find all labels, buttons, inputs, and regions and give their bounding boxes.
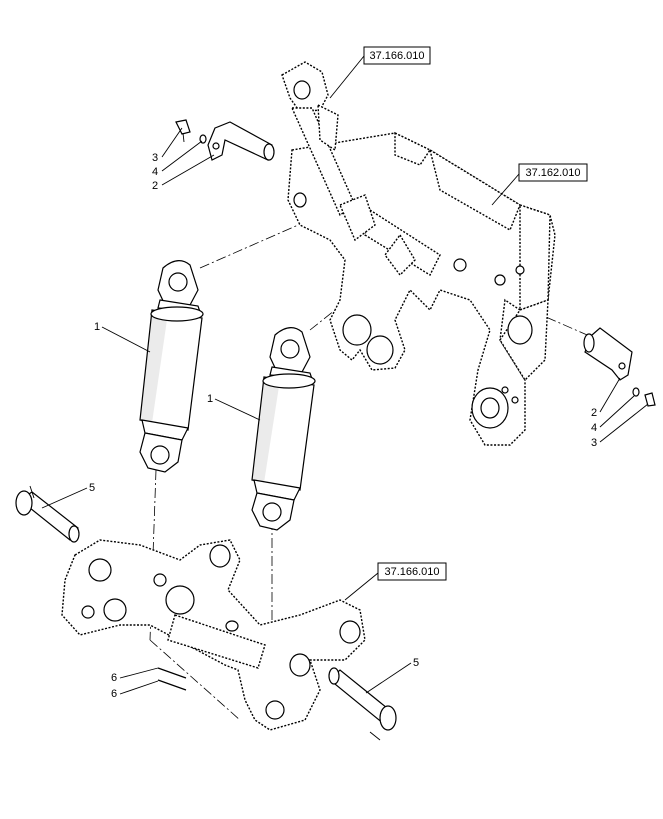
- reference-frame[interactable]: 37.162.010: [491, 163, 588, 206]
- hydraulic-cylinder-left: [139, 260, 204, 473]
- callouts-roll-pins: 6 6: [111, 667, 159, 700]
- svg-text:5: 5: [89, 482, 95, 494]
- pin-right: [328, 667, 397, 741]
- svg-text:37.166.010: 37.166.010: [369, 50, 424, 62]
- svg-text:5: 5: [413, 657, 419, 669]
- callouts-right: 2 4 3: [591, 377, 649, 449]
- top-link: [281, 61, 376, 242]
- svg-text:3: 3: [152, 152, 158, 164]
- svg-text:4: 4: [591, 422, 597, 434]
- reference-top-link[interactable]: 37.166.010: [329, 46, 431, 99]
- svg-text:37.166.010: 37.166.010: [384, 566, 439, 578]
- svg-text:2: 2: [591, 407, 597, 419]
- svg-text:3: 3: [591, 437, 597, 449]
- roll-pins: [157, 667, 187, 691]
- svg-text:6: 6: [111, 672, 117, 684]
- svg-text:6: 6: [111, 688, 117, 700]
- svg-text:2: 2: [152, 180, 158, 192]
- hydraulic-cylinder-right: [251, 327, 316, 531]
- left-upper-pin-assembly: [175, 119, 275, 161]
- right-pin-assembly: [583, 327, 656, 407]
- lower-link-assembly: [61, 539, 366, 731]
- callouts-left-upper: 3 4 2: [152, 127, 215, 192]
- svg-text:37.162.010: 37.162.010: [525, 167, 580, 179]
- svg-text:1: 1: [207, 393, 213, 405]
- svg-text:4: 4: [152, 166, 158, 178]
- pin-left: [15, 485, 80, 543]
- svg-text:1: 1: [94, 321, 100, 333]
- reference-lower-link[interactable]: 37.166.010: [344, 562, 447, 601]
- callouts-pins: 5 5: [41, 482, 419, 694]
- callouts-cylinders: 1 1: [94, 321, 261, 421]
